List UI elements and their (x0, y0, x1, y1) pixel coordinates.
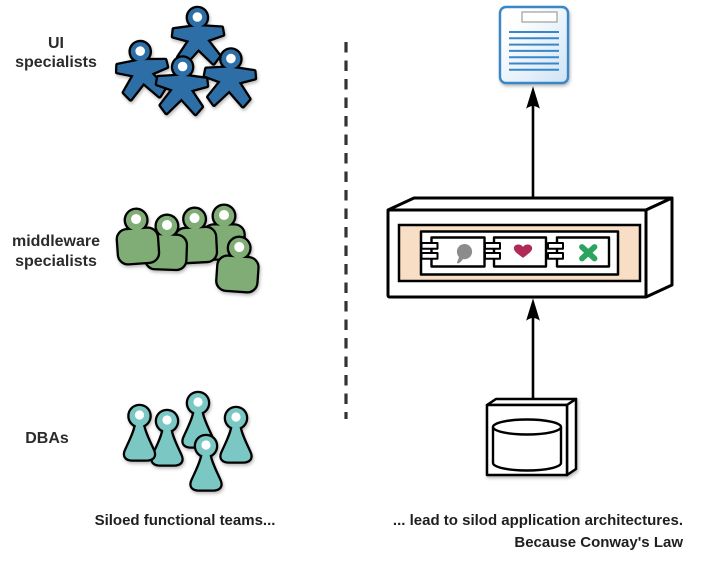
middleware-team-icon-group (116, 206, 259, 292)
person-icon (153, 411, 182, 465)
label-ui-specialists: UI specialists (15, 35, 97, 71)
person-icon (203, 48, 256, 107)
arrow-database-to-box (526, 298, 540, 400)
ui-team-icon-group (114, 7, 256, 114)
document-title-bar (521, 11, 558, 23)
person-icon (222, 408, 251, 462)
person-icon (192, 436, 221, 490)
left-caption: Siloed functional teams... (94, 512, 276, 529)
application-container-box (386, 196, 674, 299)
label-dbas: DBAs (25, 430, 69, 447)
heart-icon (513, 244, 533, 258)
label-middleware-specialists: middleware specialists (11, 233, 101, 270)
person-icon (146, 215, 187, 269)
x-icon (579, 244, 598, 262)
dba-team-icon-group (125, 393, 250, 490)
component-ui (420, 236, 486, 268)
person-icon (205, 206, 244, 259)
right-caption-line2: Because Conway's Law (514, 534, 683, 551)
right-caption-line1: ... lead to silod application architectu… (392, 512, 683, 529)
arrow-box-to-document (526, 86, 540, 198)
person-icon (116, 209, 159, 264)
right-caption: ... lead to silod application architectu… (333, 510, 683, 554)
person-icon (114, 40, 170, 101)
person-icon (172, 7, 224, 65)
database-icon (485, 397, 578, 477)
component-database (547, 236, 611, 268)
person-icon (217, 237, 260, 292)
document-icon (498, 5, 570, 85)
component-middleware (484, 236, 548, 268)
person-icon (184, 393, 213, 447)
person-icon (156, 57, 208, 115)
person-icon (125, 406, 154, 460)
person-icon (175, 208, 217, 263)
blob-icon (456, 244, 473, 264)
